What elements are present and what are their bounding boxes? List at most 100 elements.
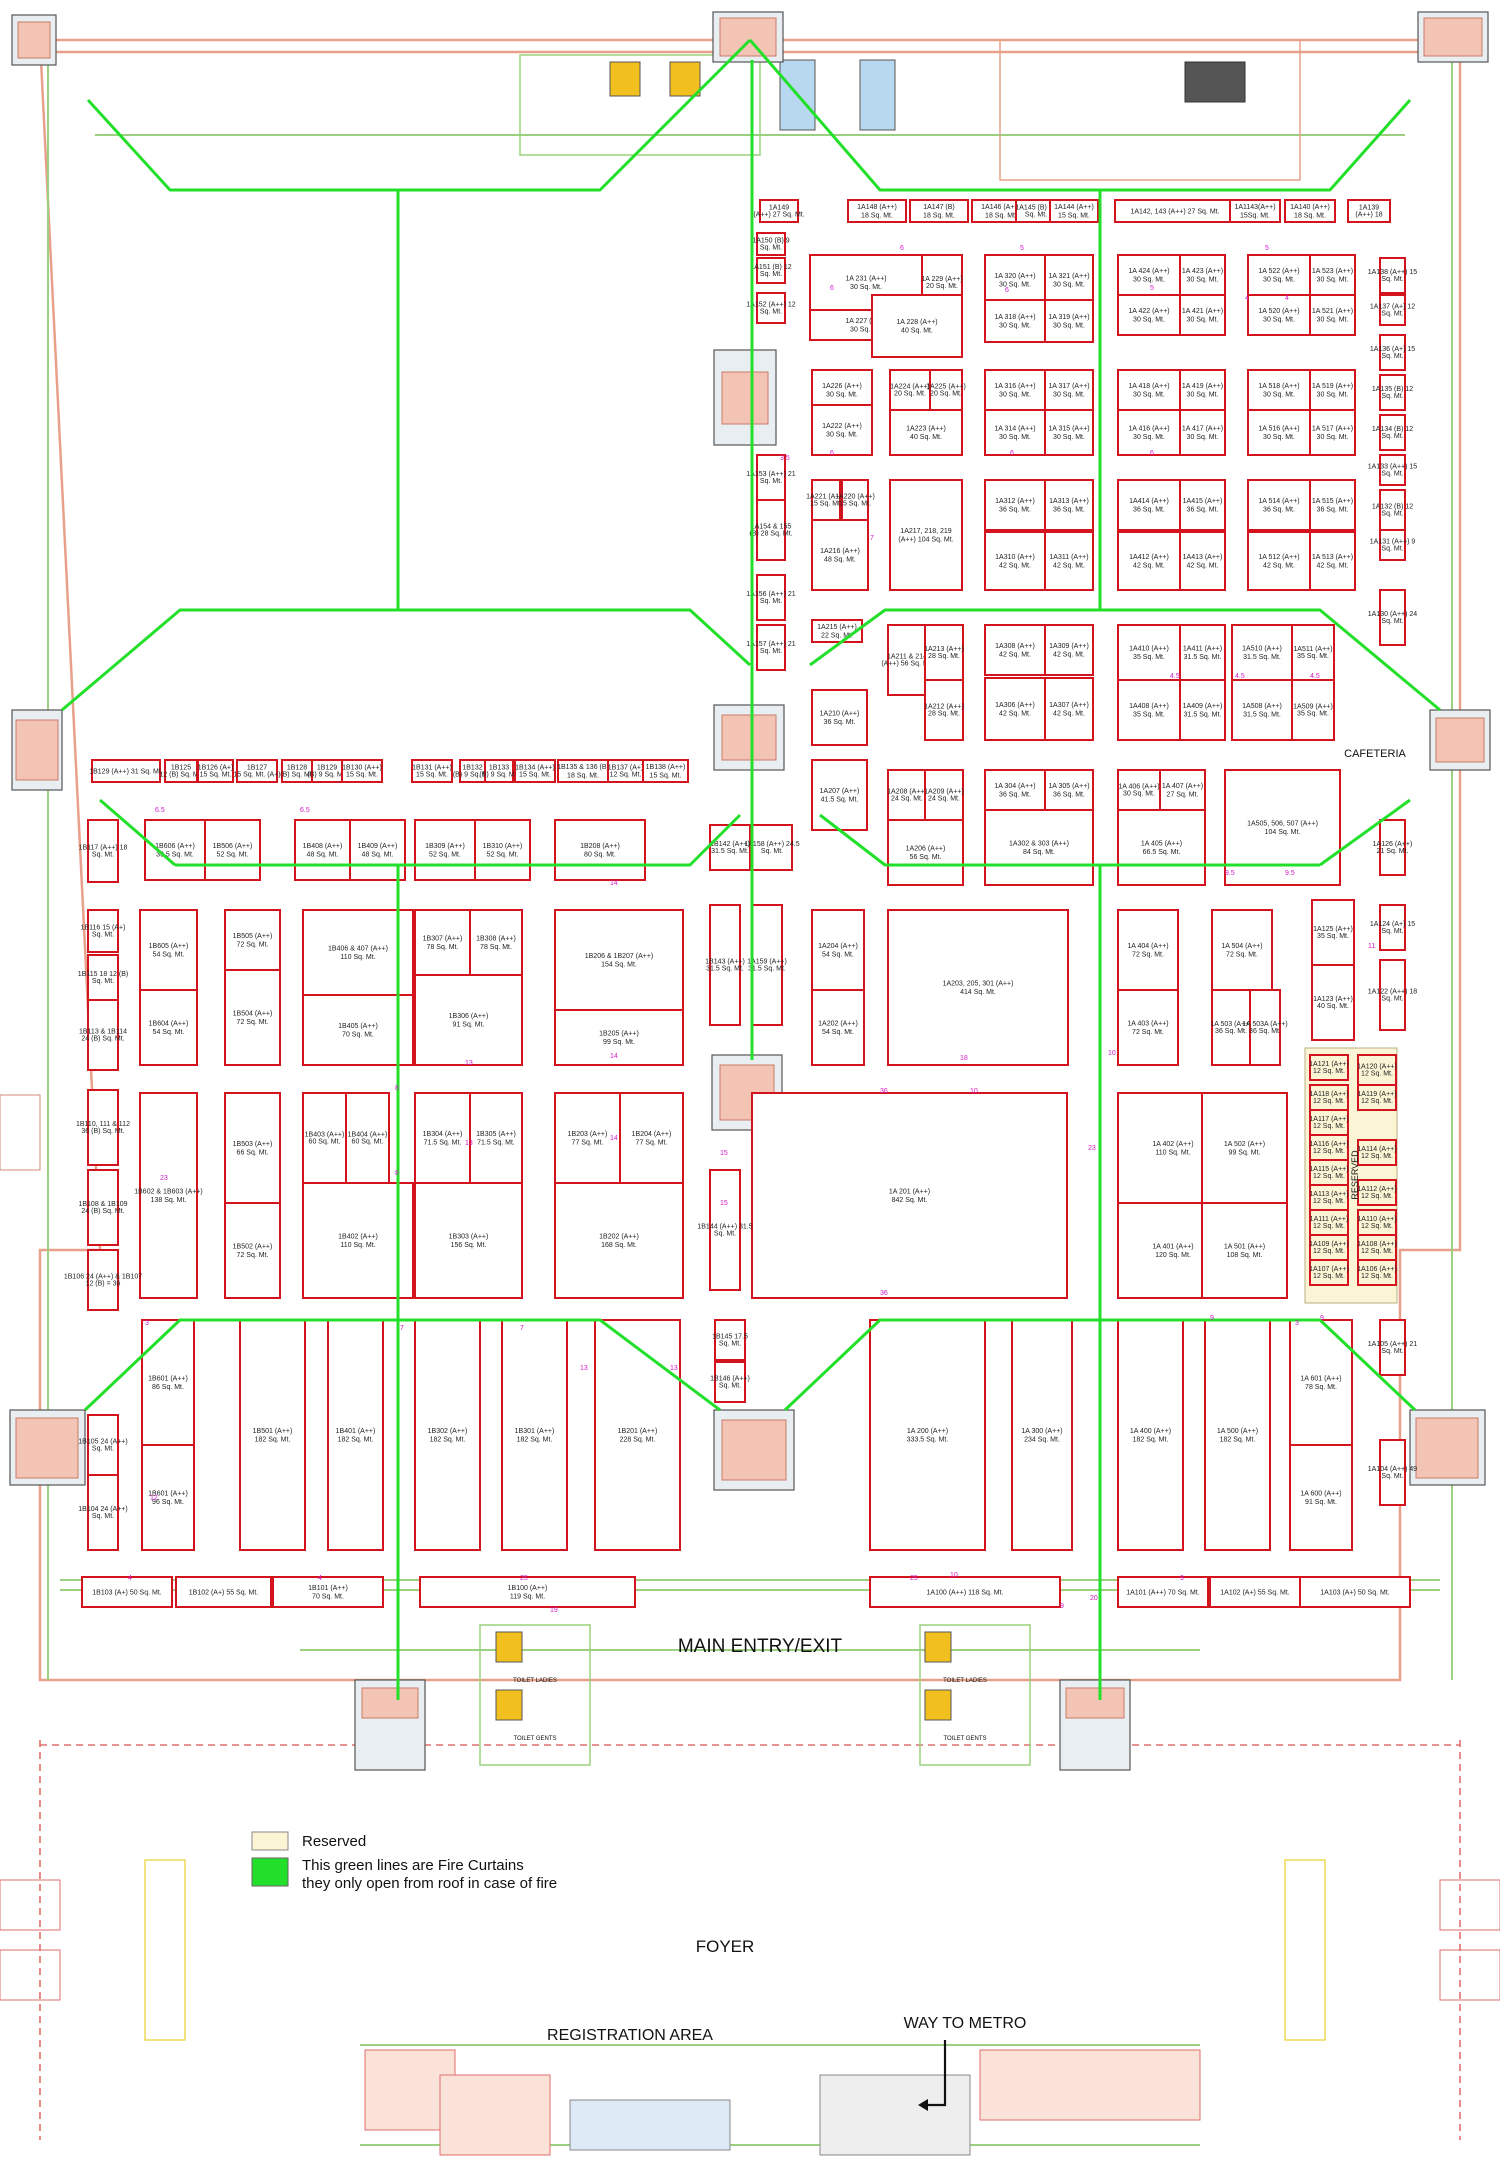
- stall-21: 1A 421 (A++)30 Sq. Mt.: [1179, 294, 1226, 336]
- stall-label: 119 Sq. Mt.: [510, 1594, 545, 1601]
- stall-label: 99 Sq. Mt.: [1229, 1150, 1261, 1157]
- stall-label: 86 Sq. Mt.: [152, 1384, 184, 1391]
- dimension-label: 4.5: [1170, 673, 1180, 680]
- stall-outline: [984, 409, 1046, 456]
- stalls: 1A149(A++) 27 Sq. Mt.1A148 (A++)18 Sq. M…: [64, 199, 1417, 1608]
- stall-158: 1B102 (A+) 55 Sq. Mt.: [175, 1576, 272, 1608]
- stall-outline: [924, 769, 964, 821]
- stall-label: 1A 522 (A++): [1258, 268, 1299, 275]
- stall-label: Sq. Mt.: [760, 271, 782, 278]
- stall-label: 1A224 (A++): [890, 383, 930, 390]
- stall-outline: [554, 1009, 684, 1066]
- stall-label: 1A409 (A++): [1183, 703, 1223, 710]
- stall-label: 12 Sq. Mt.: [1313, 1173, 1345, 1180]
- stall-label: 1A152 (A++) 12: [746, 301, 796, 308]
- dimension-label: 25: [520, 1575, 528, 1582]
- stall-197: 1A126 (A++)21 Sq. Mt.: [1373, 819, 1412, 876]
- stall-146: 1B501 (A++)182 Sq. Mt.: [239, 1319, 306, 1551]
- stall-label: 1A111 (A++): [1310, 1216, 1349, 1223]
- stall-label: 1A212 (A++): [924, 703, 964, 710]
- stall-106: 1B310 (A++)52 Sq. Mt.: [474, 819, 531, 881]
- stall-label: 1A216 (A++): [820, 548, 860, 555]
- stall-label: 182 Sq. Mt.: [1133, 1437, 1169, 1444]
- stall-147: 1B401 (A++)182 Sq. Mt.: [327, 1319, 384, 1551]
- dimension-label: 7: [870, 535, 874, 542]
- stall-124: 1B402 (A++)110 Sq. Mt.: [302, 1182, 414, 1299]
- stall-outline: [411, 759, 453, 783]
- stall-label: 1A132 (B) 12: [1372, 503, 1413, 510]
- legend-fire-text-2: they only open from roof in case of fire: [302, 1875, 557, 1892]
- stall-label: 66 Sq. Mt.: [237, 1150, 269, 1157]
- stall-103: 1B408 (A++)48 Sq. Mt.: [294, 819, 351, 881]
- stall-76: 1A207 (A++)41.5 Sq. Mt.: [811, 759, 868, 831]
- stall-outline: [474, 819, 531, 881]
- stall-label: 1B402 (A++): [338, 1234, 378, 1241]
- stall-144: 1B601 (A++)86 Sq. Mt.: [141, 1319, 195, 1446]
- dimension-label: 10: [950, 1572, 958, 1579]
- stall-label: 1A 315 (A++): [1048, 426, 1089, 433]
- stall-outline: [1044, 677, 1094, 741]
- stall-label: 1B208 (A++): [580, 843, 620, 850]
- stall-2: 1A147 (B)18 Sq. Mt.: [909, 199, 969, 223]
- stall-outline: [1379, 489, 1406, 531]
- stall-label: 1A202 (A++): [818, 1021, 858, 1028]
- stall-44: 1A220 (A++)15 Sq. Mt.: [835, 479, 875, 521]
- stall-outline: [139, 909, 198, 991]
- stall-label: 1B134 (A++): [515, 764, 555, 771]
- stall-label: 15 Sq. Mt.: [1058, 213, 1090, 220]
- stall-72: 1A510 (A++)31.5 Sq. Mt.: [1231, 624, 1293, 681]
- stall-label: 52 Sq. Mt.: [217, 852, 249, 859]
- stall-outline: [139, 989, 198, 1066]
- stall-120: 1B503 (A++)66 Sq. Mt.: [224, 1092, 281, 1204]
- stall-label: 42 Sq. Mt.: [999, 652, 1031, 659]
- stall-label: 52 Sq. Mt.: [487, 852, 519, 859]
- stall-outline: [1247, 369, 1311, 411]
- stall-label: 1A103 (A+) 50 Sq. Mt.: [1320, 1589, 1390, 1596]
- stall-8: 1A140 (A++)18 Sq. Mt.: [1284, 199, 1336, 223]
- stall-label: 1A302 & 303 (A++): [1009, 841, 1069, 848]
- stall-outline: [1311, 899, 1355, 966]
- stall-label: 28 Sq. Mt.: [928, 653, 960, 660]
- stall-55: 1A 514 (A++)36 Sq. Mt.: [1247, 479, 1311, 531]
- stall-label: 1A508 (A++): [1242, 703, 1282, 710]
- stall-label: 91 Sq. Mt.: [453, 1022, 485, 1029]
- stall-outline: [847, 199, 907, 223]
- stall-label: 1A509 (A++): [1293, 703, 1333, 710]
- stall-label: 30 Sq. Mt.: [1123, 790, 1155, 797]
- stall-label: 18 Sq. Mt.: [1294, 213, 1326, 220]
- stall-label: 71.5 Sq. Mt.: [424, 1140, 462, 1147]
- stall-label: 108 Sq. Mt.: [1227, 1252, 1263, 1259]
- stall-outline: [341, 759, 383, 783]
- stall-outline: [1179, 254, 1226, 296]
- stall-100: 1B138 (A++)15 Sq. Mt.: [642, 759, 689, 783]
- stall-label: 156 Sq. Mt.: [451, 1242, 487, 1249]
- stall-label: 138 Sq. Mt.: [151, 1197, 187, 1204]
- stall-outline: [1044, 479, 1094, 531]
- stall-label: 1A139: [1359, 204, 1379, 211]
- dimension-label: 15: [720, 1200, 728, 1207]
- stall-outline: [349, 819, 406, 881]
- metro-arrow-icon: [918, 2040, 947, 2111]
- stall-outline: [811, 989, 865, 1066]
- stall-176: 1B144 (A++) 31.5Sq. Mt.: [697, 1169, 753, 1291]
- stall-outline: [1231, 679, 1293, 741]
- stall-212: 1A107 (A++)12 Sq. Mt.: [1309, 1259, 1349, 1286]
- stall-label: Sq. Mt.: [92, 1513, 114, 1520]
- stall-label: 1B308 (A++): [476, 936, 516, 943]
- stall-label: 1A221 (A++): [806, 493, 846, 500]
- stall-outline: [756, 574, 786, 621]
- stall-label: 20 Sq. Mt.: [926, 283, 958, 290]
- stall-193: 1A133 (A++) 15Sq. Mt.: [1368, 454, 1417, 486]
- stall-204: 1A121 (A++)12 Sq. Mt.: [1309, 1054, 1349, 1081]
- stall-label: 1A157 (A++) 21: [746, 641, 796, 648]
- stall-label: 12 (B) Sq. Mt.: [159, 771, 202, 778]
- stall-outline: [984, 254, 1046, 306]
- stall-label: 31.5 Sq. Mt.: [711, 848, 749, 855]
- stall-label: 54 Sq. Mt.: [153, 952, 185, 959]
- stall-label: 35 Sq. Mt.: [1133, 654, 1165, 661]
- stall-label: 1A213 (A++): [924, 646, 964, 653]
